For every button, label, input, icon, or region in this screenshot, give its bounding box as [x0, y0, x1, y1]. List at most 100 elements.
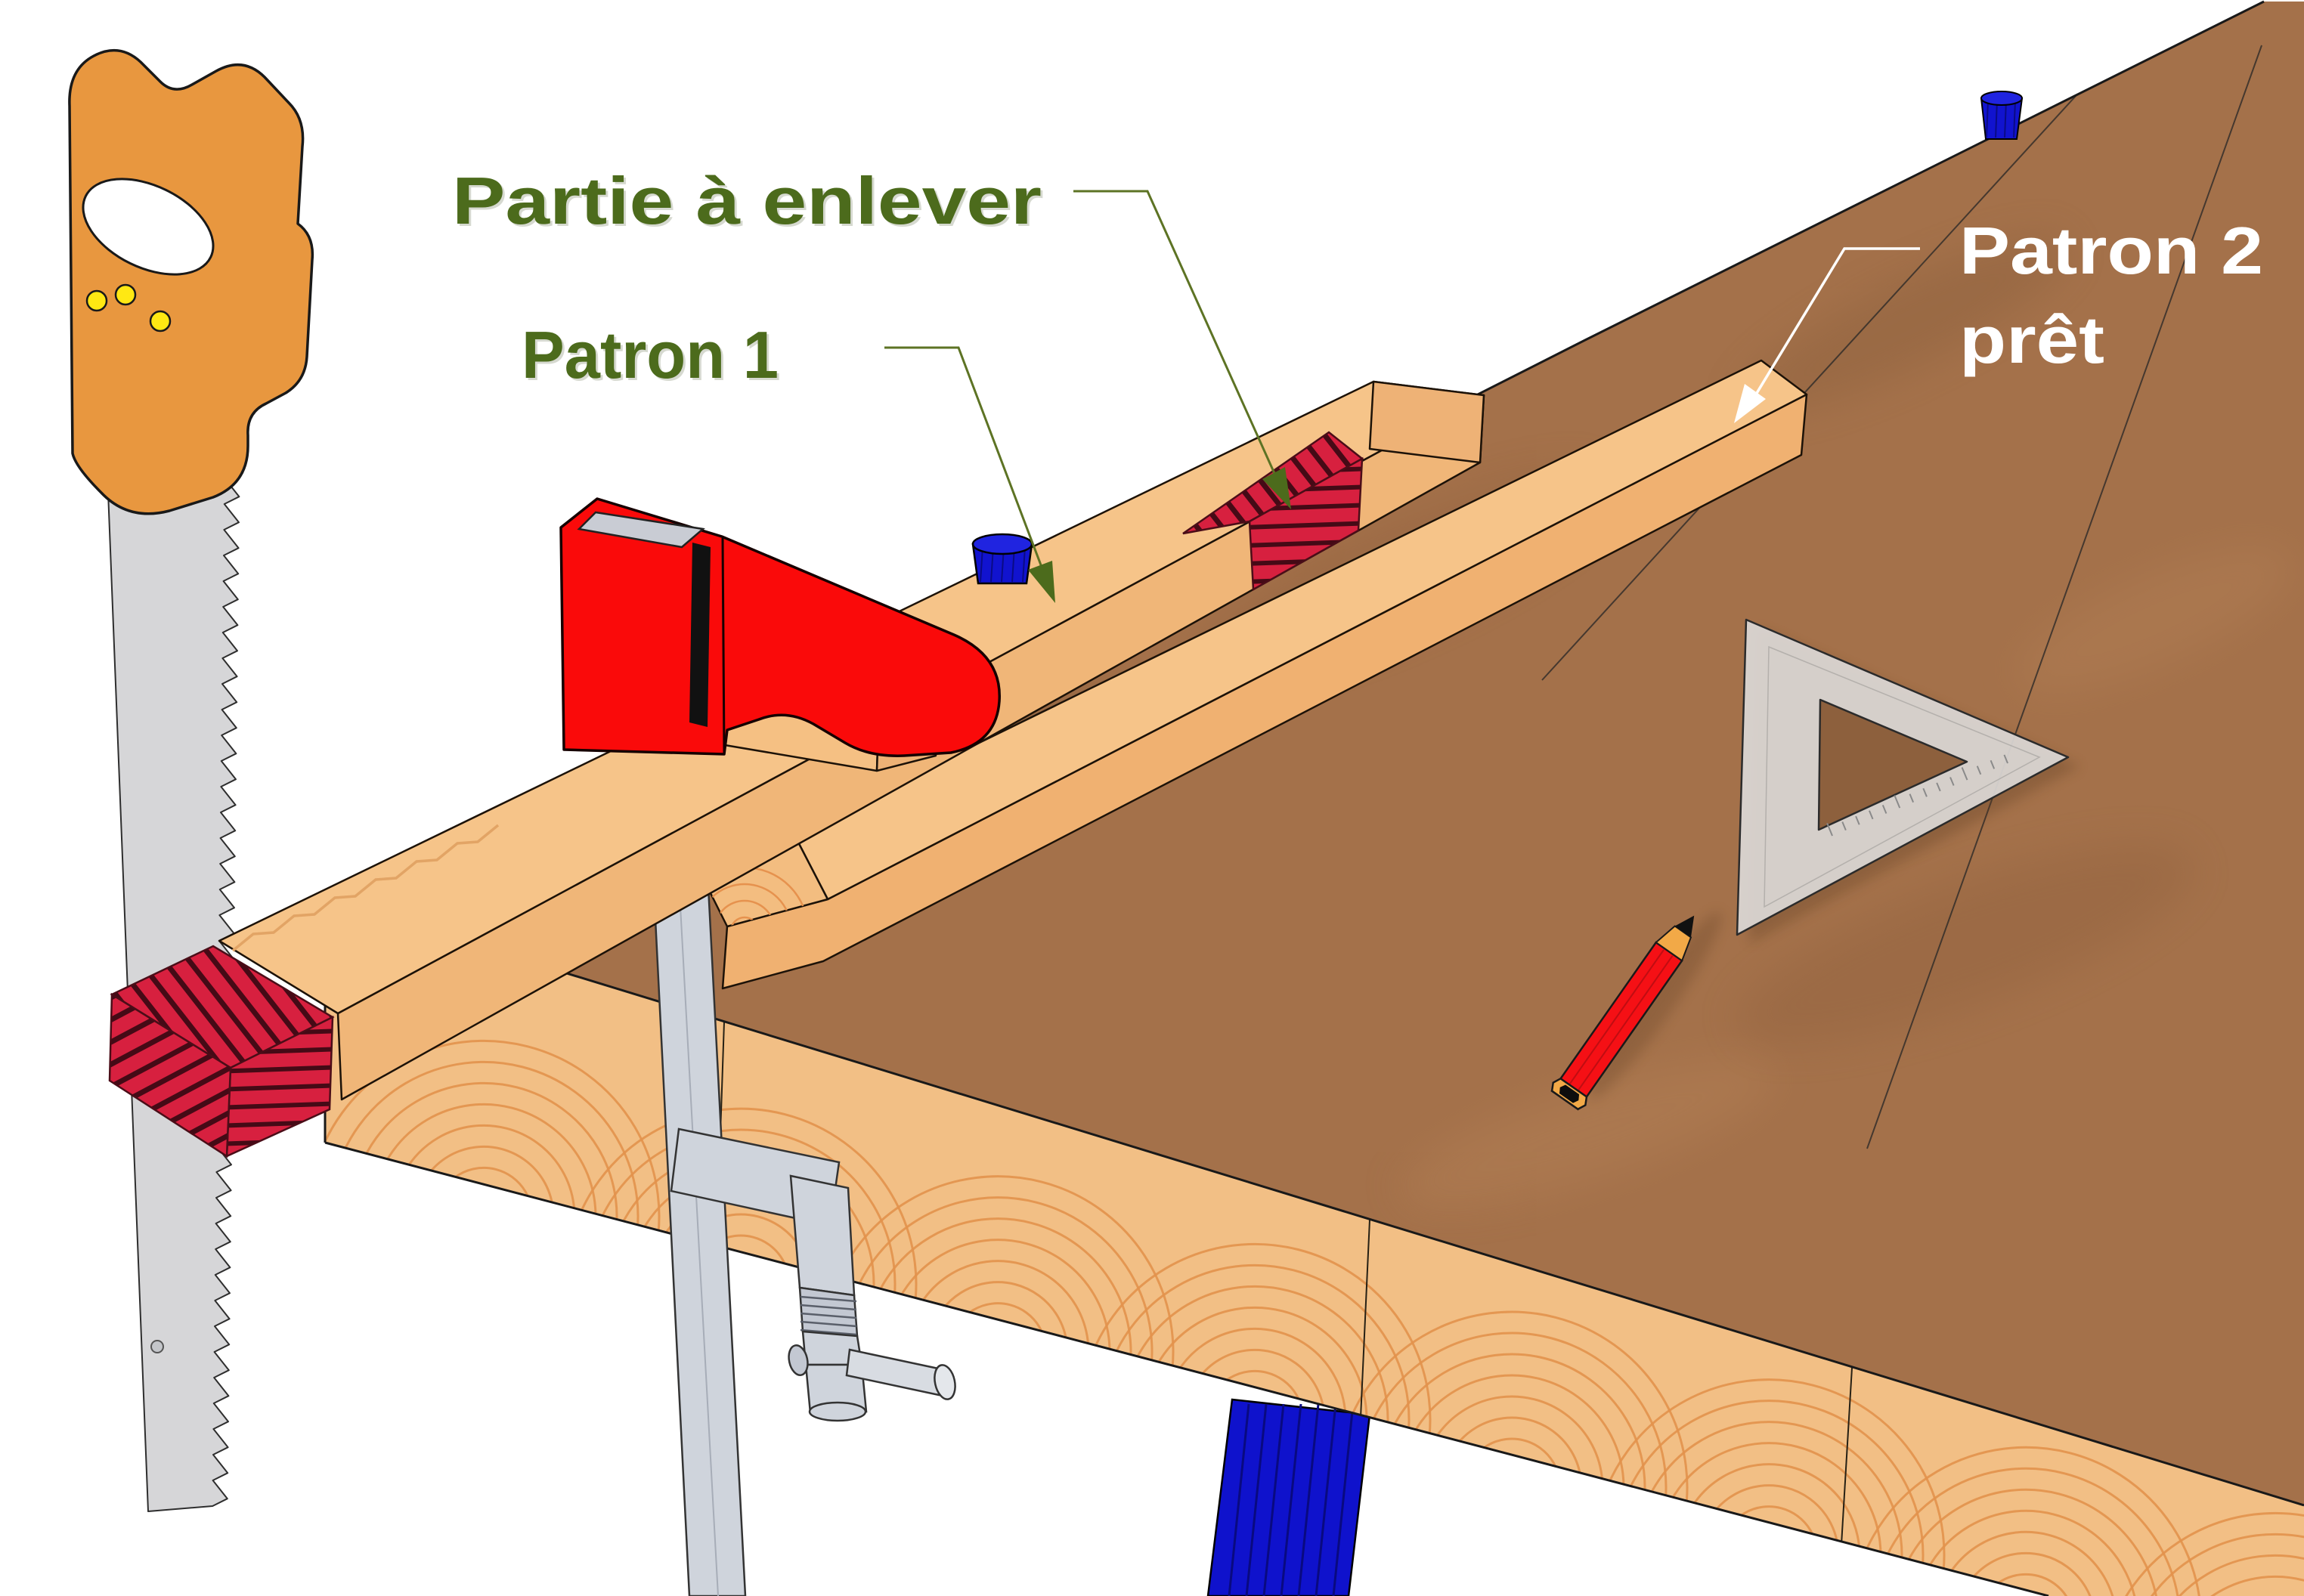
ruler-tick: [1976, 766, 1982, 775]
grain-arc: [1382, 1353, 1646, 1521]
leg-stripe: [1332, 1403, 1355, 1596]
grain-arc: [868, 1217, 1132, 1386]
workbench-front-edge: [324, 898, 2304, 1596]
triangle-bevel-line: [1764, 645, 2041, 908]
clamp-screw-shaft: [789, 1174, 856, 1297]
ruler-tick: [1881, 804, 1887, 814]
wood-smudge: [1740, 237, 2070, 413]
callouts: Partie à enlever Patron 1 Patron 2 prêt: [452, 163, 2263, 603]
ruler-tick: [1922, 787, 1928, 797]
plank-joint-line: [1541, 2, 2164, 681]
triangle-square: [1736, 618, 2080, 944]
leg-stripe: [1315, 1403, 1337, 1596]
leg-stripe: [1245, 1403, 1268, 1596]
workbench-leg-blue: [1206, 1398, 1371, 1596]
bench-dog-back-blue: [1980, 91, 2024, 140]
clamp-handle-knob-left: [788, 1344, 809, 1376]
thread-line: [800, 1304, 857, 1311]
grain-fan: [2104, 1511, 2304, 1596]
label-patron-1: Patron 1: [522, 317, 779, 392]
leader-patron-1: [884, 346, 1052, 592]
saw-handle: [68, 48, 314, 515]
leader-patron-2: [1746, 247, 1920, 409]
clamp-slot: [689, 543, 711, 727]
grain-arc: [1104, 1264, 1411, 1458]
grain-arc: [1639, 1421, 1903, 1589]
grain-arc: [826, 1175, 1175, 1396]
wood-smudge: [1737, 844, 2194, 1045]
grain-arc: [354, 1081, 618, 1250]
bench-dog-top: [1980, 91, 2023, 106]
grain-arc: [569, 1107, 918, 1328]
bench-dog-top: [971, 533, 1033, 555]
dog-stripe: [1986, 100, 1989, 138]
arrow-partie-a-enlever: [1262, 467, 1291, 509]
hand-saw: [68, 48, 314, 1512]
thread-line: [800, 1328, 857, 1336]
leg-stripe: [1280, 1403, 1302, 1596]
pencil-lead-tip: [1674, 915, 1695, 938]
grain-arc: [2104, 1511, 2304, 1596]
saw-handle-grip-hole: [82, 178, 215, 276]
red-pencil: [1550, 911, 1722, 1111]
bench-bottom-edge: [324, 1141, 2049, 1596]
grain-arc: [1937, 1530, 2118, 1596]
clamp-bar-top-inset: [577, 511, 705, 549]
clamp-t-handle-cap: [934, 1364, 956, 1400]
dog-stripe: [2004, 100, 2007, 138]
grain-arc: [847, 1196, 1154, 1391]
grain-arc: [1340, 1310, 1689, 1532]
clamp-screw-hub-bottom: [808, 1401, 867, 1422]
ruler-tick: [1869, 810, 1874, 820]
bench-dog-front-blue: [971, 533, 1033, 585]
leg-stripes: [1228, 1403, 1355, 1596]
label-partie-a-enlever: Partie à enlever: [452, 163, 1042, 238]
ruler-tick: [1855, 815, 1860, 825]
grain-arc: [1423, 1395, 1604, 1511]
pencil-end-lead: [1559, 1084, 1580, 1103]
waste-block-left-face: [108, 992, 232, 1158]
thread-line: [800, 1312, 857, 1319]
dog-stripe: [1995, 100, 1998, 138]
plank-joint-line: [1866, 45, 2262, 1149]
ruler-tick: [2003, 754, 2008, 764]
saw-handle-screw: [85, 289, 108, 312]
grain-arc: [1597, 1378, 1946, 1596]
grain-arc: [333, 1060, 639, 1255]
leg-face: [1206, 1398, 1371, 1596]
leader-partie-a-enlever: [1073, 190, 1288, 501]
ruler-tick: [1909, 793, 1915, 803]
ruler-tick: [1826, 822, 1833, 837]
thread-lines: [800, 1295, 857, 1336]
grain-arc: [1361, 1332, 1668, 1526]
clamp-head-crease: [721, 537, 726, 753]
dog-stripe: [1022, 546, 1026, 583]
ruler-tick: [1949, 777, 1955, 786]
pencil-group: [1550, 915, 1695, 1111]
grain-arc: [1680, 1463, 1861, 1579]
saw-handle-screw: [114, 283, 137, 306]
red-f-clamp-head: [559, 497, 1001, 757]
grain-fan: [826, 1175, 1175, 1396]
ruler-tick: [1961, 767, 1968, 781]
leg-stripe: [1262, 1403, 1285, 1596]
clamp-t-handle: [845, 1348, 943, 1396]
wood-smudge: [1400, 1059, 1775, 1208]
ruler-tick: [1841, 821, 1847, 830]
dog-stripe: [2013, 100, 2016, 138]
grain-arc: [1166, 1327, 1347, 1443]
grain-arc: [1083, 1242, 1432, 1464]
grain-arc: [395, 1124, 576, 1239]
thread-line: [800, 1295, 857, 1303]
ruler-tick: [1894, 795, 1901, 809]
grain-arc: [2125, 1533, 2304, 1596]
grain-arc: [2166, 1575, 2304, 1596]
bench-front-face: [325, 899, 2304, 1596]
bench-top-front-edge: [324, 898, 2304, 1507]
arrow-patron-2: [1734, 384, 1766, 423]
pencil-facet-line: [1562, 949, 1665, 1096]
grain-arc: [590, 1128, 897, 1323]
grain-arc: [1875, 1467, 2182, 1596]
